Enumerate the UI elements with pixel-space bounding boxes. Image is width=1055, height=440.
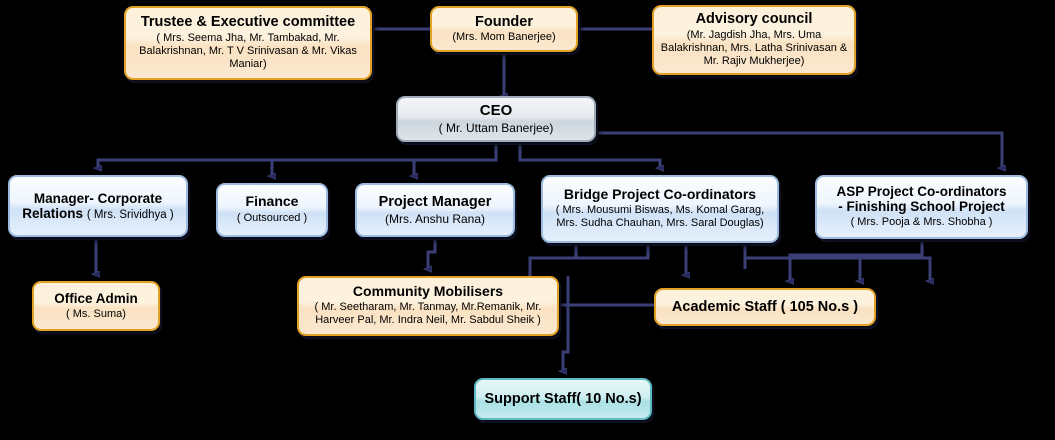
- node-title: Advisory council: [695, 11, 813, 28]
- node-office-admin[interactable]: Office Admin ( Ms. Suma): [32, 281, 160, 331]
- node-ceo[interactable]: CEO ( Mr. Uttam Banerjee): [396, 96, 596, 142]
- node-title: Manager- Corporate: [33, 190, 163, 206]
- node-title: ASP Project Co-ordinators: [836, 184, 1007, 200]
- node-subtitle: (Mrs. Mom Banerjee): [452, 30, 556, 43]
- node-title: CEO: [479, 101, 513, 119]
- node-manager-corporate-relations[interactable]: Manager- Corporate Relations ( Mrs. Sriv…: [8, 175, 188, 237]
- node-title: Trustee & Executive committee: [140, 14, 356, 31]
- node-trustee-executive-committee[interactable]: Trustee & Executive committee ( Mrs. See…: [124, 6, 372, 80]
- node-subtitle: (Mr. Jagdish Jha, Mrs. Uma Balakrishnan,…: [660, 28, 848, 68]
- node-subtitle: ( Mr. Uttam Banerjee): [438, 120, 554, 135]
- node-title: Community Mobilisers: [352, 283, 504, 300]
- node-subtitle: ( Outsourced ): [236, 212, 308, 225]
- node-advisory-council[interactable]: Advisory council (Mr. Jagdish Jha, Mrs. …: [652, 5, 856, 75]
- node-academic-staff[interactable]: Academic Staff ( 105 No.s ): [654, 288, 876, 326]
- node-subtitle: ( Mrs. Seema Jha, Mr. Tambakad, Mr. Bala…: [139, 31, 357, 71]
- node-title: Founder: [475, 13, 533, 30]
- edge-community-support: [563, 276, 570, 371]
- node-title: Office Admin: [54, 290, 138, 306]
- edge-ceo-manager: [98, 142, 498, 168]
- node-finance[interactable]: Finance ( Outsourced ): [216, 183, 328, 237]
- edge-pm-community: [428, 237, 437, 269]
- node-subtitle: ( Mrs. Mousumi Biswas, Ms. Komal Garag, …: [555, 203, 765, 230]
- node-founder[interactable]: Founder (Mrs. Mom Banerjee): [430, 6, 578, 52]
- node-title: Academic Staff ( 105 No.s ): [671, 298, 859, 315]
- node-asp-project-coordinators[interactable]: ASP Project Co-ordinators - Finishing Sc…: [815, 175, 1028, 239]
- node-inline-subtitle: ( Mrs. Srividhya ): [86, 208, 174, 221]
- node-bridge-project-coordinators[interactable]: Bridge Project Co-ordinators ( Mrs. Mous…: [541, 175, 779, 243]
- node-subtitle: ( Mr. Seetharam, Mr. Tanmay, Mr.Remanik,…: [314, 300, 542, 327]
- node-subtitle: (Mrs. Anshu Rana): [384, 211, 486, 226]
- node-title: Bridge Project Co-ordinators: [563, 186, 757, 203]
- node-title-line2: Relations ( Mrs. Srividhya ): [22, 206, 173, 222]
- node-subtitle: ( Mrs. Pooja & Mrs. Shobha ): [850, 216, 993, 229]
- edge-bridge-rail-join: [530, 243, 650, 260]
- node-subtitle: ( Ms. Suma): [66, 307, 126, 320]
- edge-ceo-bridge: [518, 142, 660, 168]
- node-title-line2: - Finishing School Project: [838, 199, 1005, 215]
- node-project-manager[interactable]: Project Manager (Mrs. Anshu Rana): [355, 183, 515, 237]
- edge-asp-academic: [790, 239, 924, 281]
- node-community-mobilisers[interactable]: Community Mobilisers ( Mr. Seetharam, Mr…: [297, 276, 559, 336]
- edge-bridge-academic-rail: [745, 256, 930, 281]
- node-title: Project Manager: [378, 193, 492, 210]
- node-support-staff[interactable]: Support Staff( 10 No.s): [474, 378, 652, 420]
- node-title-line2-text: Relations: [22, 205, 84, 221]
- node-title: Finance: [245, 193, 299, 210]
- edge-ceo-asp: [596, 131, 1002, 168]
- node-title: Support Staff( 10 No.s): [484, 390, 642, 407]
